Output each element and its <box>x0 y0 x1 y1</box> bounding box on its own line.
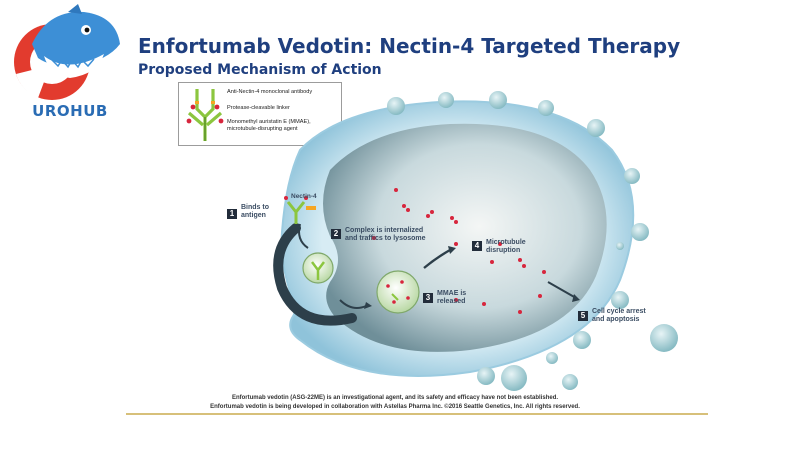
apoptotic-body <box>546 352 558 364</box>
footer-disclaimer: Enfortumab vedotin (ASG-22ME) is an inve… <box>231 395 559 401</box>
mmae-dot <box>406 208 410 212</box>
endocytic-pathway <box>273 223 357 326</box>
mmae-dot <box>490 260 494 264</box>
mmae-dot <box>386 284 390 288</box>
step-4-line-1: Microtubule <box>486 239 526 246</box>
mmae-dot <box>402 204 406 208</box>
step-5-label: Cell cycle arrest and apoptosis <box>592 308 646 324</box>
mmae-dot <box>394 188 398 192</box>
antibody-fragment <box>311 261 325 280</box>
step-1-line-1: Binds to <box>241 204 269 211</box>
apoptotic-body <box>562 374 578 390</box>
membrane-bead <box>573 331 591 349</box>
mmae-dot <box>454 298 458 302</box>
mmae-dot <box>392 300 396 304</box>
step-3-line-1: MMAE is <box>437 290 467 297</box>
apoptotic-body <box>501 365 527 391</box>
step-4-line-2: disruption <box>486 247 521 254</box>
mmae-dot <box>542 270 546 274</box>
arrow-head <box>448 246 456 254</box>
arrow-head <box>572 294 580 302</box>
step-1-line-2: antigen <box>241 212 266 219</box>
apoptotic-body <box>616 242 624 250</box>
step-4-number: 4 <box>472 241 482 251</box>
adc-antibody-icon <box>186 89 224 141</box>
mmae-dot <box>538 294 542 298</box>
mmae-dot <box>482 302 486 306</box>
step-5-number: 5 <box>578 311 588 321</box>
urohub-logo: UROHUB <box>8 4 124 122</box>
membrane-bead <box>538 100 554 116</box>
step-2-line-2: and traffics to lysosome <box>345 235 426 242</box>
membrane-bead <box>631 223 649 241</box>
membrane-bead <box>587 119 605 137</box>
step-3-label: MMAE is released <box>437 290 466 306</box>
mmae-dot <box>426 214 430 218</box>
footer-copyright: Enfortumab vedotin is being developed in… <box>210 404 580 410</box>
mmae-dot <box>498 242 502 246</box>
slide-subtitle: Proposed Mechanism of Action <box>138 62 382 78</box>
mmae-dot <box>372 236 376 240</box>
slide-title: Enfortumab Vedotin: Nectin-4 Targeted Th… <box>138 34 681 58</box>
arrow-release <box>423 248 451 269</box>
mmae-dot <box>454 242 458 246</box>
shark-lifebuoy-icon <box>14 4 120 100</box>
mmae-dot <box>518 310 522 314</box>
mmae-dot <box>454 220 458 224</box>
nectin-4-receptor <box>306 206 316 210</box>
legend-label-mmae: Monomethyl auristatin E (MMAE), microtub… <box>227 119 311 132</box>
mmae-dot <box>522 264 526 268</box>
membrane-bead <box>489 91 507 109</box>
step-5-line-2: and apoptosis <box>592 316 640 323</box>
legend-box: Anti-Nectin-4 monoclonal antibody Protea… <box>178 82 342 146</box>
step-3-number: 3 <box>423 293 433 303</box>
brand-name: UROHUB <box>32 102 108 120</box>
step-1-number: 1 <box>227 209 237 219</box>
step-4-label: Microtubule disruption <box>486 239 526 255</box>
arrow-to-lysosome <box>339 299 367 309</box>
apoptotic-body <box>477 367 495 385</box>
legend-label-linker: Protease-cleavable linker <box>227 105 290 111</box>
membrane-bead <box>611 291 629 309</box>
mmae-dot <box>304 196 308 200</box>
step-2-line-1: Complex is internalized <box>345 227 424 234</box>
arrow-internalize <box>298 223 309 249</box>
mmae-dot <box>400 280 404 284</box>
arrow-head <box>364 302 372 309</box>
mmae-dot <box>406 296 410 300</box>
apoptotic-body <box>650 324 678 352</box>
step-5-line-1: Cell cycle arrest <box>592 308 646 315</box>
mmae-dot <box>430 210 434 214</box>
lysosome <box>376 270 420 314</box>
legend-label-antibody: Anti-Nectin-4 monoclonal antibody <box>227 89 313 95</box>
step-1-label: Binds to antigen <box>241 204 269 220</box>
step-2-label: Complex is internalized and traffics to … <box>345 227 426 243</box>
step-2-number: 2 <box>331 229 341 239</box>
footer-divider <box>126 413 708 415</box>
membrane-bead <box>387 97 405 115</box>
bound-adc <box>286 201 306 224</box>
step-3-line-2: released <box>437 298 466 305</box>
mmae-dot <box>518 258 522 262</box>
mmae-dot <box>284 196 288 200</box>
membrane-bead <box>438 92 454 108</box>
nectin-4-label: Nectin-4 <box>291 193 317 200</box>
mmae-dot <box>450 216 454 220</box>
membrane-bead <box>624 168 640 184</box>
antibody-fragment <box>391 293 399 301</box>
